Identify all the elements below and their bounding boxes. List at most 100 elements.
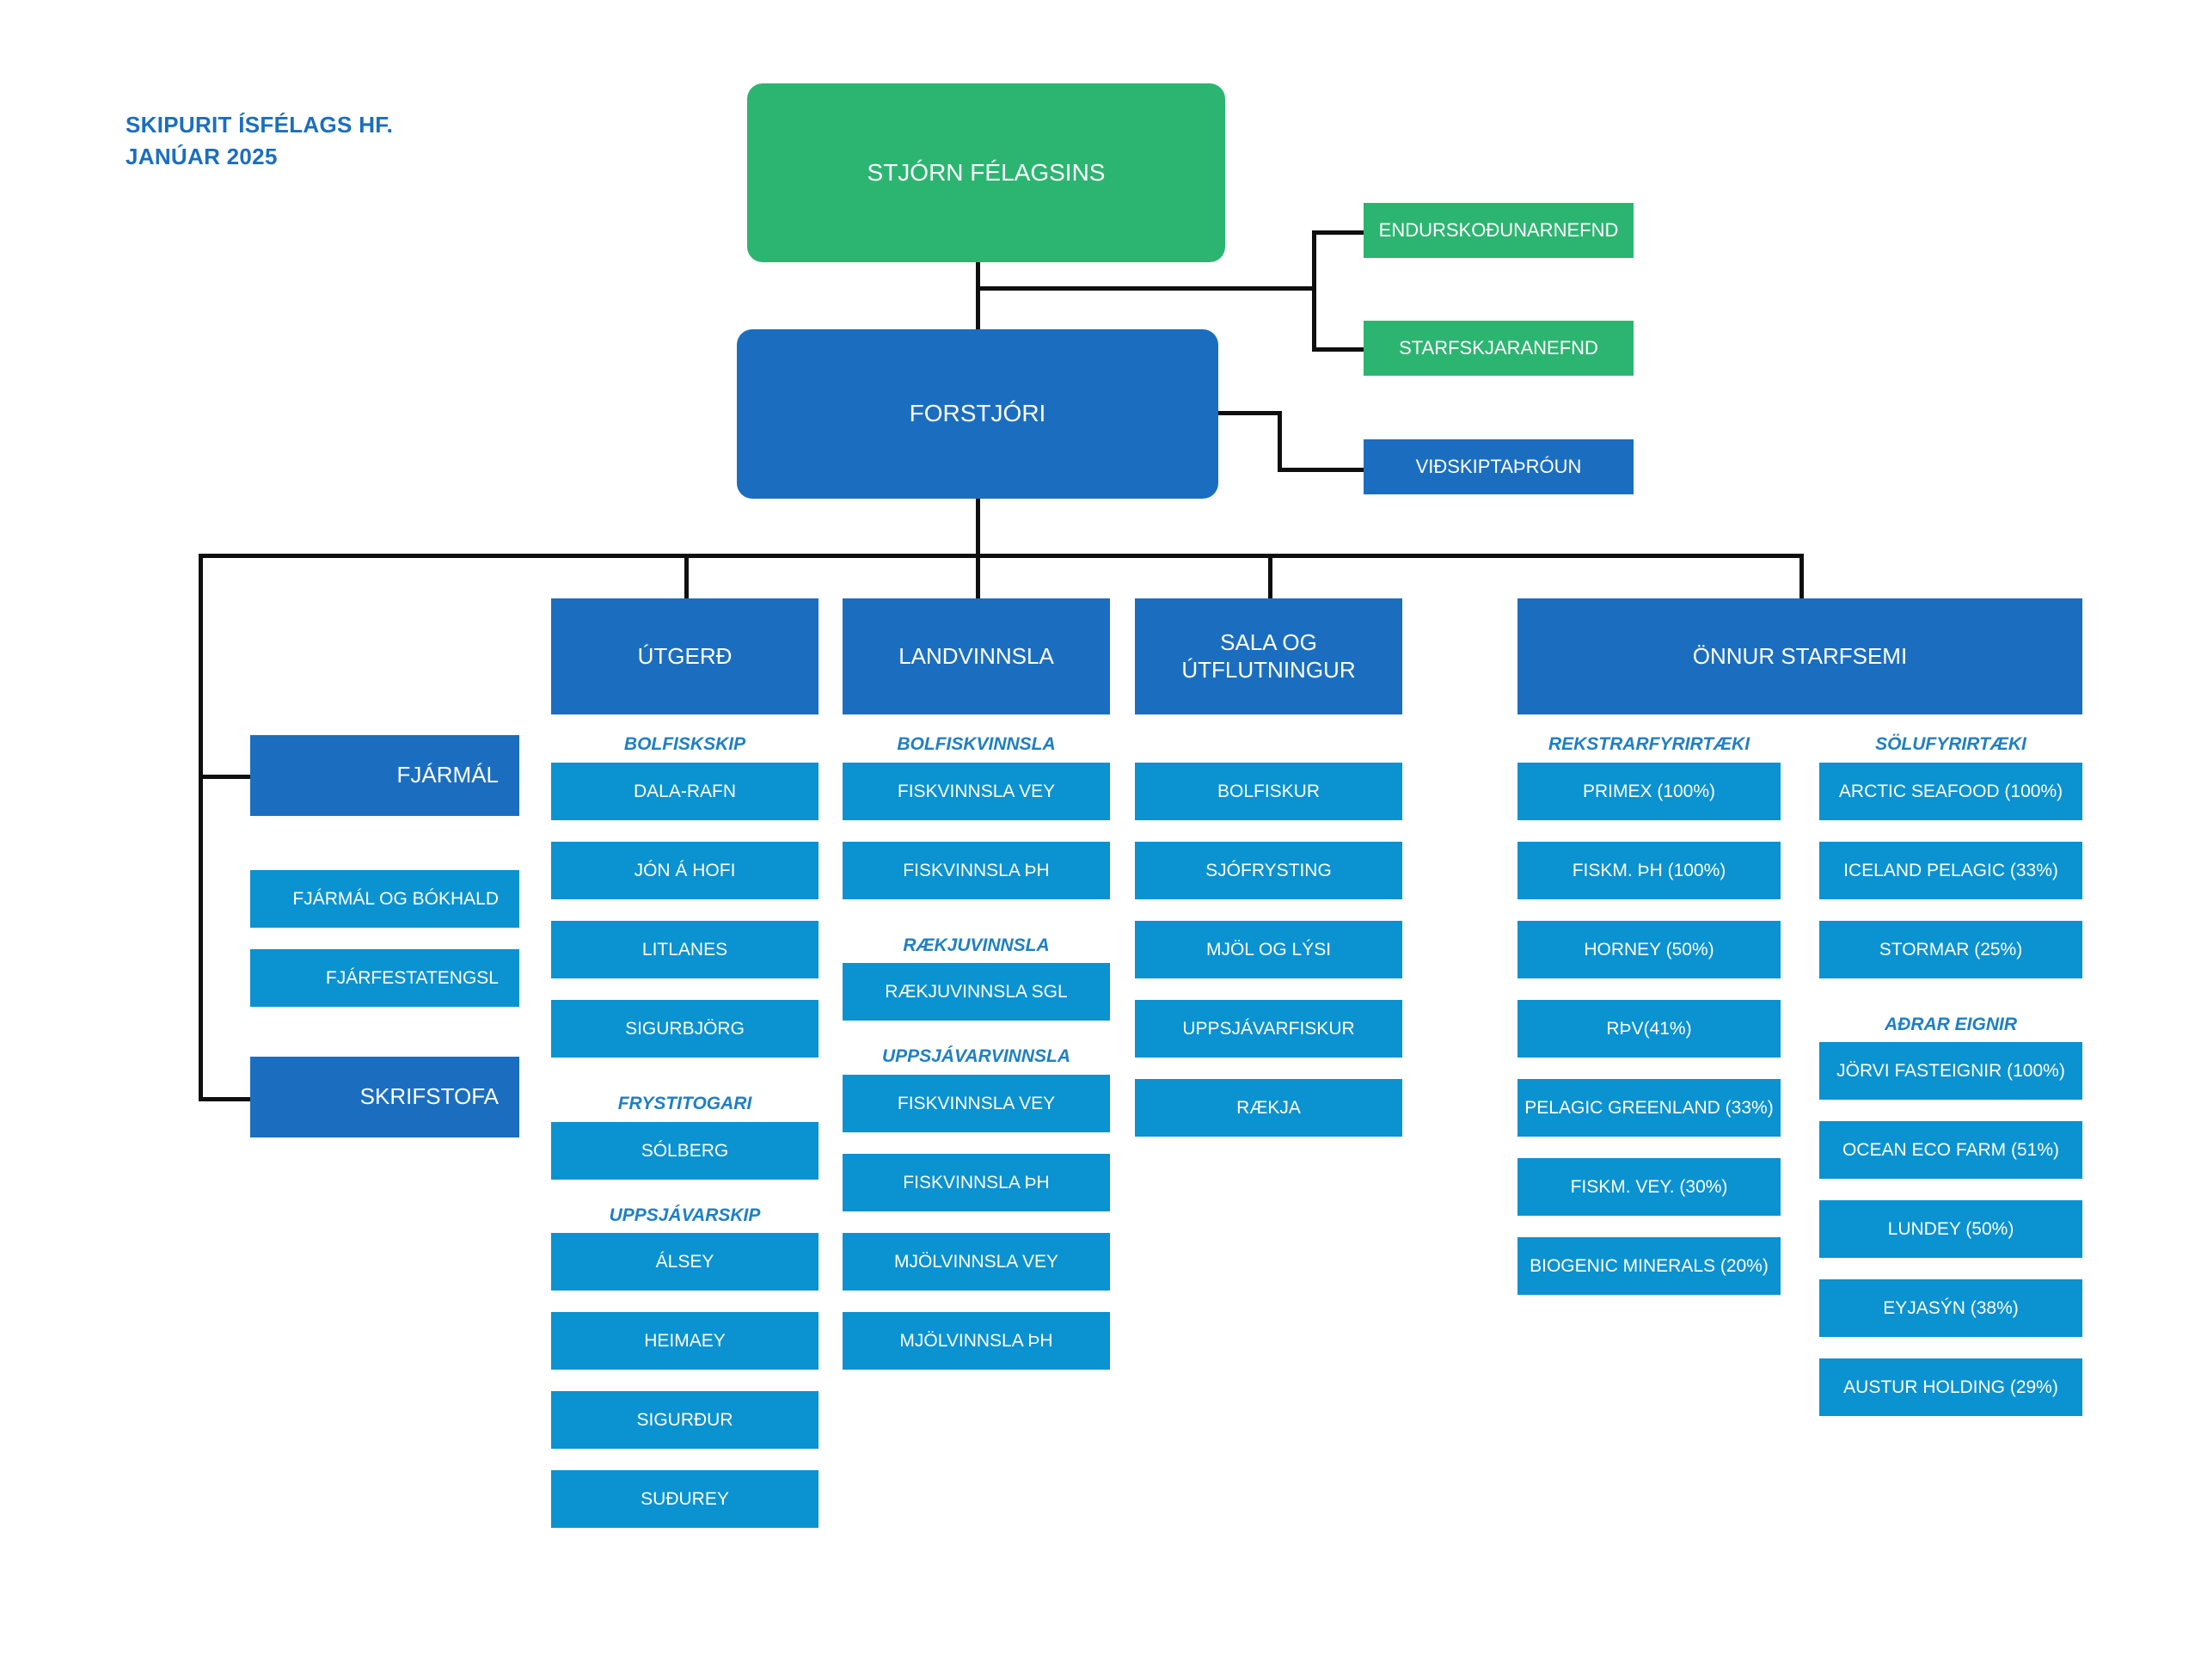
box-label: OCEAN ECO FARM (51%) — [1842, 1139, 2060, 1160]
box-business-development[interactable]: VIÐSKIPTAÞRÓUN — [1364, 439, 1634, 494]
box-division-sala-og-utflutningur[interactable]: SALA OG ÚTFLUTNINGUR — [1135, 598, 1402, 714]
box-lundey[interactable]: LUNDEY (50%) — [1819, 1200, 2082, 1258]
box-label: HORNEY (50%) — [1584, 939, 1714, 960]
caption-frystitogari: FRYSTITOGARI — [617, 1094, 752, 1113]
box-label: FISKM. ÞH (100%) — [1572, 860, 1726, 880]
box-label: LANDVINNSLA — [898, 642, 1054, 669]
box-label: LITLANES — [641, 939, 728, 960]
box-jon-a-hofi[interactable]: JÓN Á HOFI — [551, 842, 818, 899]
page-title: SKIPURIT ÍSFÉLAGS HF. JANÚAR 2025 — [126, 77, 393, 205]
box-fiskvinnsla-th-uppsjavar[interactable]: FISKVINNSLA ÞH — [843, 1154, 1110, 1211]
box-dala-rafn[interactable]: DALA-RAFN — [551, 763, 818, 820]
box-label: PRIMEX (100%) — [1582, 781, 1716, 801]
box-ceo[interactable]: FORSTJÓRI — [737, 329, 1218, 499]
box-horney[interactable]: HORNEY (50%) — [1517, 921, 1781, 978]
box-pelagic-greenland[interactable]: PELAGIC GREENLAND (33%) — [1517, 1079, 1781, 1137]
box-label: PELAGIC GREENLAND (33%) — [1524, 1097, 1774, 1118]
box-board-of-directors[interactable]: STJÓRN FÉLAGSINS — [747, 83, 1225, 262]
box-fiskvinnsla-th-bolfisk[interactable]: FISKVINNSLA ÞH — [843, 842, 1110, 899]
connector-board-to-committees — [976, 286, 1316, 291]
box-label: HEIMAEY — [644, 1330, 726, 1351]
box-fiskm-th[interactable]: FISKM. ÞH (100%) — [1517, 842, 1781, 899]
box-label: FORSTJÓRI — [909, 400, 1046, 427]
box-fjarmal-og-bokhald[interactable]: FJÁRMÁL OG BÓKHALD — [250, 870, 519, 928]
box-remuneration-committee[interactable]: STARFSKJARANEFND — [1364, 321, 1634, 376]
box-fiskvinnsla-vey-bolfisk[interactable]: FISKVINNSLA VEY — [843, 763, 1110, 820]
box-label: DALA-RAFN — [633, 781, 737, 801]
box-fjarfestatengsl[interactable]: FJÁRFESTATENGSL — [250, 949, 519, 1007]
box-heimaey[interactable]: HEIMAEY — [551, 1312, 818, 1370]
box-label: SALA OG ÚTFLUTNINGUR — [1181, 629, 1355, 684]
box-label: RÞV(41%) — [1606, 1018, 1692, 1039]
box-label-line2: ÚTFLUTNINGUR — [1181, 656, 1356, 683]
box-label: SIGURÐUR — [636, 1409, 733, 1430]
box-label: SKRIFSTOFA — [359, 1083, 499, 1110]
box-fjarmal[interactable]: FJÁRMÁL — [250, 735, 519, 816]
connector-bus-to-onnur — [1799, 554, 1804, 600]
box-sudurey[interactable]: SUÐUREY — [551, 1470, 818, 1528]
box-label: FJÁRFESTATENGSL — [325, 967, 499, 988]
box-label: STJÓRN FÉLAGSINS — [867, 158, 1106, 186]
box-sigurbjorg[interactable]: SIGURBJÖRG — [551, 1000, 818, 1058]
box-sjofrysting[interactable]: SJÓFRYSTING — [1135, 842, 1402, 899]
box-label-line1: SALA OG — [1220, 628, 1317, 655]
box-label: ENDURSKOÐUNARNEFND — [1378, 218, 1619, 241]
box-raekjuvinnsla-sgl[interactable]: RÆKJUVINNSLA SGL — [843, 963, 1110, 1021]
box-label: EYJASÝN (38%) — [1883, 1297, 2019, 1318]
box-sigurdur[interactable]: SIGURÐUR — [551, 1391, 818, 1449]
box-skrifstofa[interactable]: SKRIFSTOFA — [250, 1057, 519, 1137]
box-ocean-eco-farm[interactable]: OCEAN ECO FARM (51%) — [1819, 1121, 2082, 1179]
box-stormar[interactable]: STORMAR (25%) — [1819, 921, 2082, 978]
box-austur-holding[interactable]: AUSTUR HOLDING (29%) — [1819, 1358, 2082, 1416]
box-primex[interactable]: PRIMEX (100%) — [1517, 763, 1781, 820]
box-label: RÆKJA — [1236, 1097, 1301, 1118]
connector-to-remuneration-committee — [1312, 347, 1364, 352]
connector-bus-left-spine — [199, 554, 203, 1101]
connector-to-fjarmal — [199, 775, 250, 779]
box-label: AUSTUR HOLDING (29%) — [1843, 1376, 2058, 1397]
box-eyjasyn[interactable]: EYJASÝN (38%) — [1819, 1279, 2082, 1337]
box-division-landvinnsla[interactable]: LANDVINNSLA — [843, 598, 1110, 714]
box-division-utgerd[interactable]: ÚTGERÐ — [551, 598, 818, 714]
box-biogenic-minerals[interactable]: BIOGENIC MINERALS (20%) — [1517, 1237, 1781, 1295]
box-mjolvinnsla-th[interactable]: MJÖLVINNSLA ÞH — [843, 1312, 1110, 1370]
box-division-onnur-starfsemi[interactable]: ÖNNUR STARFSEMI — [1517, 598, 2082, 714]
box-label: SUÐUREY — [641, 1488, 729, 1509]
box-label: FISKVINNSLA VEY — [897, 1093, 1056, 1113]
box-fiskvinnsla-vey-uppsjavar[interactable]: FISKVINNSLA VEY — [843, 1075, 1110, 1132]
box-solberg[interactable]: SÓLBERG — [551, 1122, 818, 1180]
caption-uppsjavarskip: UPPSJÁVARSKIP — [609, 1205, 761, 1225]
box-audit-committee[interactable]: ENDURSKOÐUNARNEFND — [1364, 203, 1634, 258]
box-label: SÓLBERG — [641, 1140, 729, 1161]
box-arctic-seafood[interactable]: ARCTIC SEAFOOD (100%) — [1819, 763, 2082, 820]
caption-solufyrirtaeki: SÖLUFYRIRTÆKI — [1875, 734, 2026, 754]
box-label: ÖNNUR STARFSEMI — [1692, 642, 1908, 669]
box-raekja[interactable]: RÆKJA — [1135, 1079, 1402, 1137]
box-litlanes[interactable]: LITLANES — [551, 921, 818, 978]
connector-committee-spine — [1312, 230, 1316, 351]
caption-rekstrarfyrirtaeki: REKSTRARFYRIRTÆKI — [1548, 734, 1750, 754]
box-label: FISKVINNSLA ÞH — [903, 860, 1050, 880]
box-rthv[interactable]: RÞV(41%) — [1517, 1000, 1781, 1058]
box-label: JÖRVI FASTEIGNIR (100%) — [1836, 1060, 2065, 1081]
caption-raekjuvinnsla: RÆKJUVINNSLA — [903, 935, 1050, 955]
box-label: FISKVINNSLA VEY — [897, 781, 1056, 801]
box-jorvi-fasteignir[interactable]: JÖRVI FASTEIGNIR (100%) — [1819, 1042, 2082, 1100]
caption-adrar-eignir: AÐRAR EIGNIR — [1884, 1015, 2017, 1034]
connector-bus-to-landvinnsla — [976, 554, 980, 600]
box-label: ARCTIC SEAFOOD (100%) — [1838, 781, 2063, 801]
box-uppsjavarfiskur[interactable]: UPPSJÁVARFISKUR — [1135, 1000, 1402, 1058]
box-label: FJÁRMÁL — [396, 762, 499, 788]
box-alsey[interactable]: ÁLSEY — [551, 1233, 818, 1291]
box-fiskm-vey[interactable]: FISKM. VEY. (30%) — [1517, 1158, 1781, 1216]
caption-bolfiskskip: BOLFISKSKIP — [623, 734, 746, 754]
box-mjolvinnsla-vey[interactable]: MJÖLVINNSLA VEY — [843, 1233, 1110, 1291]
box-bolfiskur[interactable]: BOLFISKUR — [1135, 763, 1402, 820]
connector-ceo-to-bus — [976, 497, 980, 557]
box-label: MJÖLVINNSLA VEY — [893, 1251, 1058, 1272]
connector-to-business-dev — [1278, 468, 1364, 472]
box-label: SIGURBJÖRG — [625, 1018, 745, 1039]
box-mjol-og-lysi[interactable]: MJÖL OG LÝSI — [1135, 921, 1402, 978]
connector-bus-to-sala — [1268, 554, 1272, 600]
box-iceland-pelagic[interactable]: ICELAND PELAGIC (33%) — [1819, 842, 2082, 899]
